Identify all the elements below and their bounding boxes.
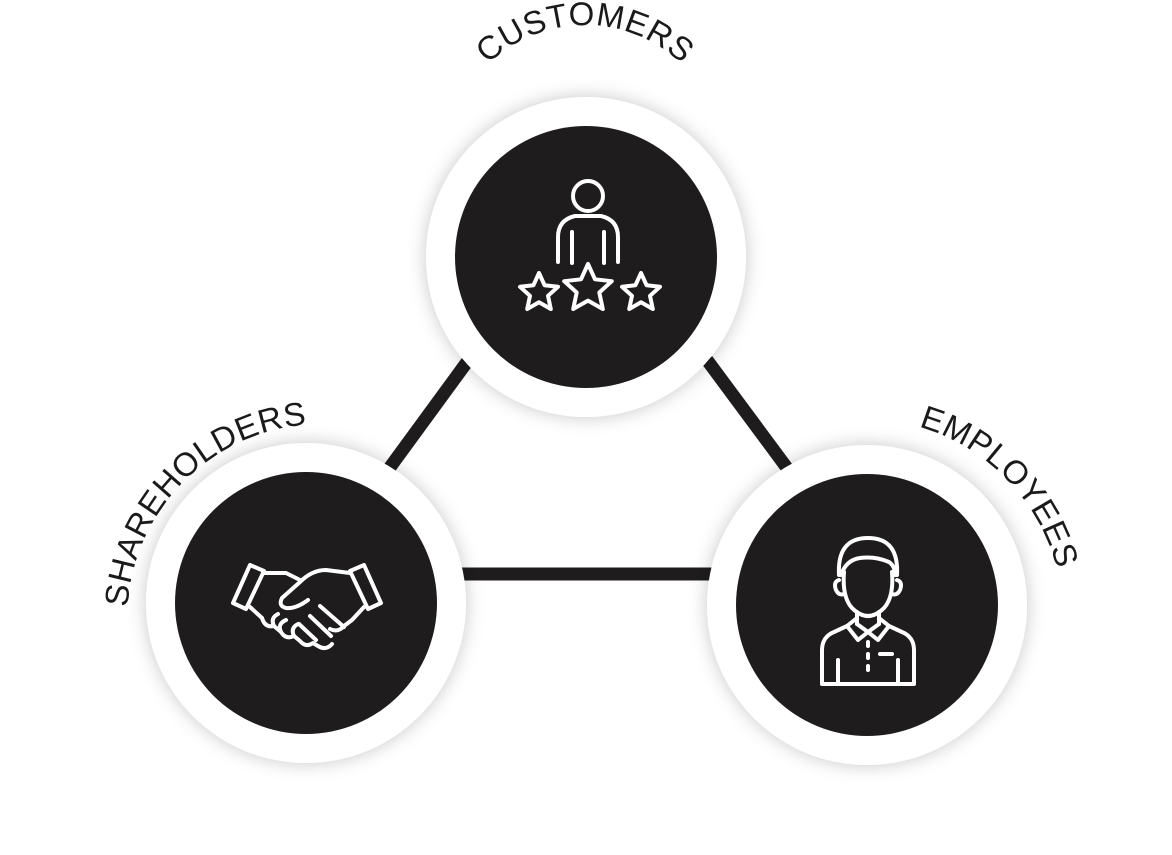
employee-icon xyxy=(820,536,916,686)
customer-rating-icon xyxy=(518,179,662,311)
node-customers-disc xyxy=(455,126,717,388)
node-employees xyxy=(707,445,1027,765)
customers-label: CUSTOMERS xyxy=(469,0,702,69)
connector-customers-employees xyxy=(701,356,793,472)
handshake-icon xyxy=(231,563,383,651)
node-shareholders xyxy=(146,443,466,763)
node-employees-disc xyxy=(736,474,998,736)
connector-lines xyxy=(382,356,793,581)
connector-customers-shareholders xyxy=(382,358,473,474)
customers-label-text: CUSTOMERS xyxy=(469,0,702,69)
node-customers xyxy=(426,97,746,417)
